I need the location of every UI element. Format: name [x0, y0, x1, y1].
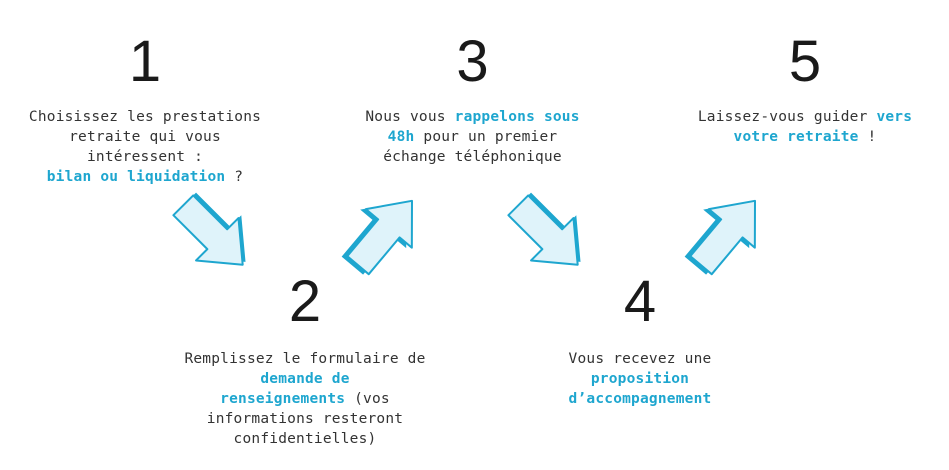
- step-text-line: Nous vous: [365, 109, 455, 125]
- arrow-up-right-icon: [340, 188, 430, 278]
- step-text-line: pour un premier: [414, 129, 558, 145]
- step-3: 3 Nous vous rappelons sous 48h pour un p…: [345, 32, 600, 167]
- step-description: Vous recevez une proposition d’accompagn…: [520, 349, 760, 409]
- step-number: 1: [128, 29, 162, 94]
- step-text-line: Remplissez le formulaire de: [184, 351, 426, 367]
- step-description: Choisissez les prestations retraite qui …: [20, 107, 270, 187]
- step-number: 5: [788, 29, 822, 94]
- step-text-line: ?: [225, 169, 244, 185]
- step-text-line: confidentielles): [233, 431, 377, 447]
- step-2: 2 Remplissez le formulaire de demande de…: [165, 272, 445, 449]
- step-highlight: votre retraite: [733, 129, 859, 145]
- step-4: 4 Vous recevez une proposition d’accompa…: [520, 272, 760, 409]
- step-highlight: demande de: [260, 371, 350, 387]
- step-text-line: Laissez-vous guider: [697, 109, 877, 125]
- step-text-line: Choisissez les prestations: [28, 109, 262, 125]
- step-highlight: 48h: [387, 129, 415, 145]
- step-number: 4: [623, 269, 657, 334]
- arrow-down-right-icon: [503, 190, 593, 280]
- step-text-line: informations resteront: [206, 411, 404, 427]
- step-description: Laissez-vous guider vers votre retraite …: [680, 107, 930, 147]
- step-highlight: proposition: [590, 371, 690, 387]
- step-number: 3: [456, 29, 489, 94]
- step-text-line: Vous recevez une: [568, 351, 712, 367]
- step-description: Remplissez le formulaire de demande de r…: [165, 349, 445, 449]
- step-5: 5 Laissez-vous guider vers votre retrait…: [680, 32, 930, 147]
- step-text-line: échange téléphonique: [383, 149, 562, 165]
- step-text-line: !: [858, 129, 877, 145]
- step-description: Nous vous rappelons sous 48h pour un pre…: [345, 107, 600, 167]
- step-text-line: retraite qui vous intéressent :: [69, 129, 221, 165]
- step-highlight: renseignements: [220, 391, 346, 407]
- step-number: 2: [288, 269, 322, 334]
- arrow-down-right-icon: [168, 190, 258, 280]
- step-highlight: d’accompagnement: [568, 391, 712, 407]
- step-highlight: vers: [876, 109, 913, 125]
- step-highlight: bilan ou liquidation: [46, 169, 226, 185]
- arrow-up-right-icon: [683, 188, 773, 278]
- step-highlight: rappelons sous: [454, 109, 580, 125]
- step-1: 1 Choisissez les prestations retraite qu…: [20, 32, 270, 187]
- step-text-line: (vos: [345, 391, 390, 407]
